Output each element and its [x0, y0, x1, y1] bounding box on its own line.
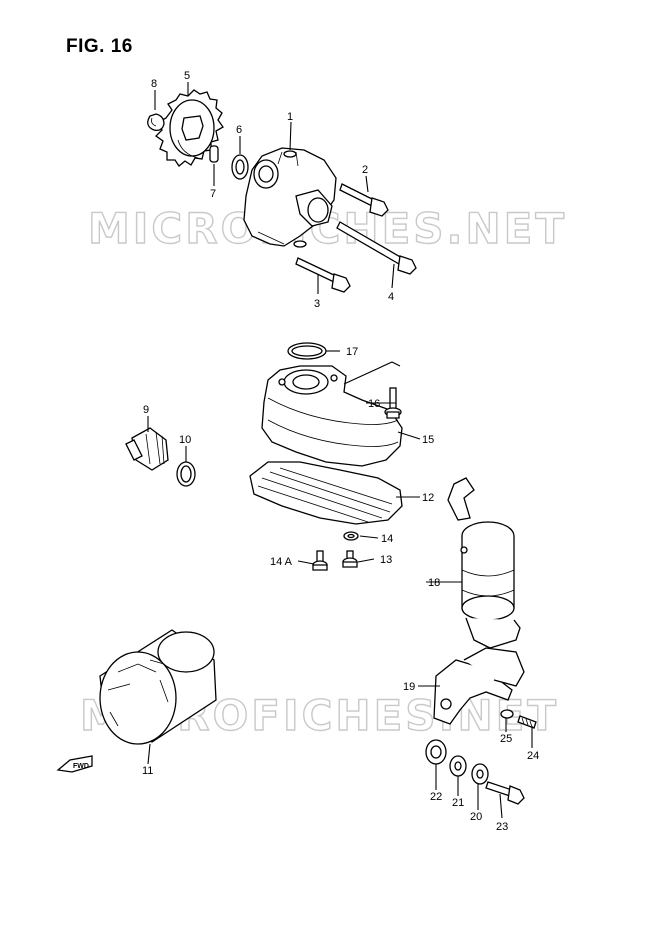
part-washer-14: [343, 531, 359, 541]
callout-6: 6: [236, 124, 242, 136]
callout-11: 11: [142, 765, 153, 777]
part-bolt-16: [384, 387, 402, 419]
callout-15: 15: [422, 434, 434, 446]
callout-18: 18: [428, 577, 440, 589]
part-bolt-24: [517, 715, 537, 729]
part-oil-filter: [99, 629, 217, 745]
callout-14: 14: [381, 533, 393, 545]
part-grommet: [425, 739, 447, 765]
part-hose: [447, 477, 475, 521]
callout-21: 21: [452, 797, 464, 809]
callout-12: 12: [422, 492, 434, 504]
part-gear: [154, 89, 224, 167]
part-plug: [125, 427, 169, 471]
callout-24: 24: [527, 750, 539, 762]
part-strainer: [261, 365, 403, 467]
figure-title: FIG. 16: [66, 36, 133, 57]
part-washer-20: [471, 763, 489, 785]
leader-16-bracket: [343, 361, 401, 385]
part-bolt-13: [342, 550, 358, 568]
part-bolt-23: [485, 781, 525, 805]
part-cooler: [460, 521, 521, 649]
part-collar: [449, 755, 467, 777]
part-bolt-3: [295, 257, 351, 293]
part-washer-25: [500, 709, 514, 719]
callout-19: 19: [403, 681, 415, 693]
callout-2: 2: [362, 164, 368, 176]
part-bolt-4: [336, 221, 417, 275]
callout-7: 7: [210, 188, 216, 200]
callout-25: 25: [500, 733, 512, 745]
callout-23: 23: [496, 821, 508, 833]
callout-3: 3: [314, 298, 320, 310]
part-bolt-14a: [312, 550, 328, 571]
callout-4: 4: [388, 291, 394, 303]
part-bracket: [433, 647, 525, 725]
callout-10: 10: [179, 434, 191, 446]
callout-20: 20: [470, 811, 482, 823]
callout-16: 16: [368, 398, 380, 410]
callout-5: 5: [184, 70, 190, 82]
part-screen: [249, 461, 403, 525]
callout-1: 1: [287, 111, 293, 123]
callout-13: 13: [380, 554, 392, 566]
part-oring-17: [287, 342, 327, 360]
fwd-label: FWD: [73, 763, 89, 770]
part-circlip: [147, 113, 165, 132]
callout-8: 8: [151, 78, 157, 90]
part-oring-10: [176, 461, 196, 487]
callout-22: 22: [430, 791, 442, 803]
part-pin: [209, 145, 219, 163]
part-pump-body: [243, 147, 337, 248]
callout-9: 9: [143, 404, 149, 416]
callout-17: 17: [346, 346, 358, 358]
part-bolt-2: [339, 183, 389, 217]
part-oring-small: [231, 154, 249, 180]
fwd-arrow-icon: FWD: [56, 755, 93, 773]
callout-14a: 14 A: [270, 556, 293, 568]
leader-lines: [147, 82, 533, 819]
